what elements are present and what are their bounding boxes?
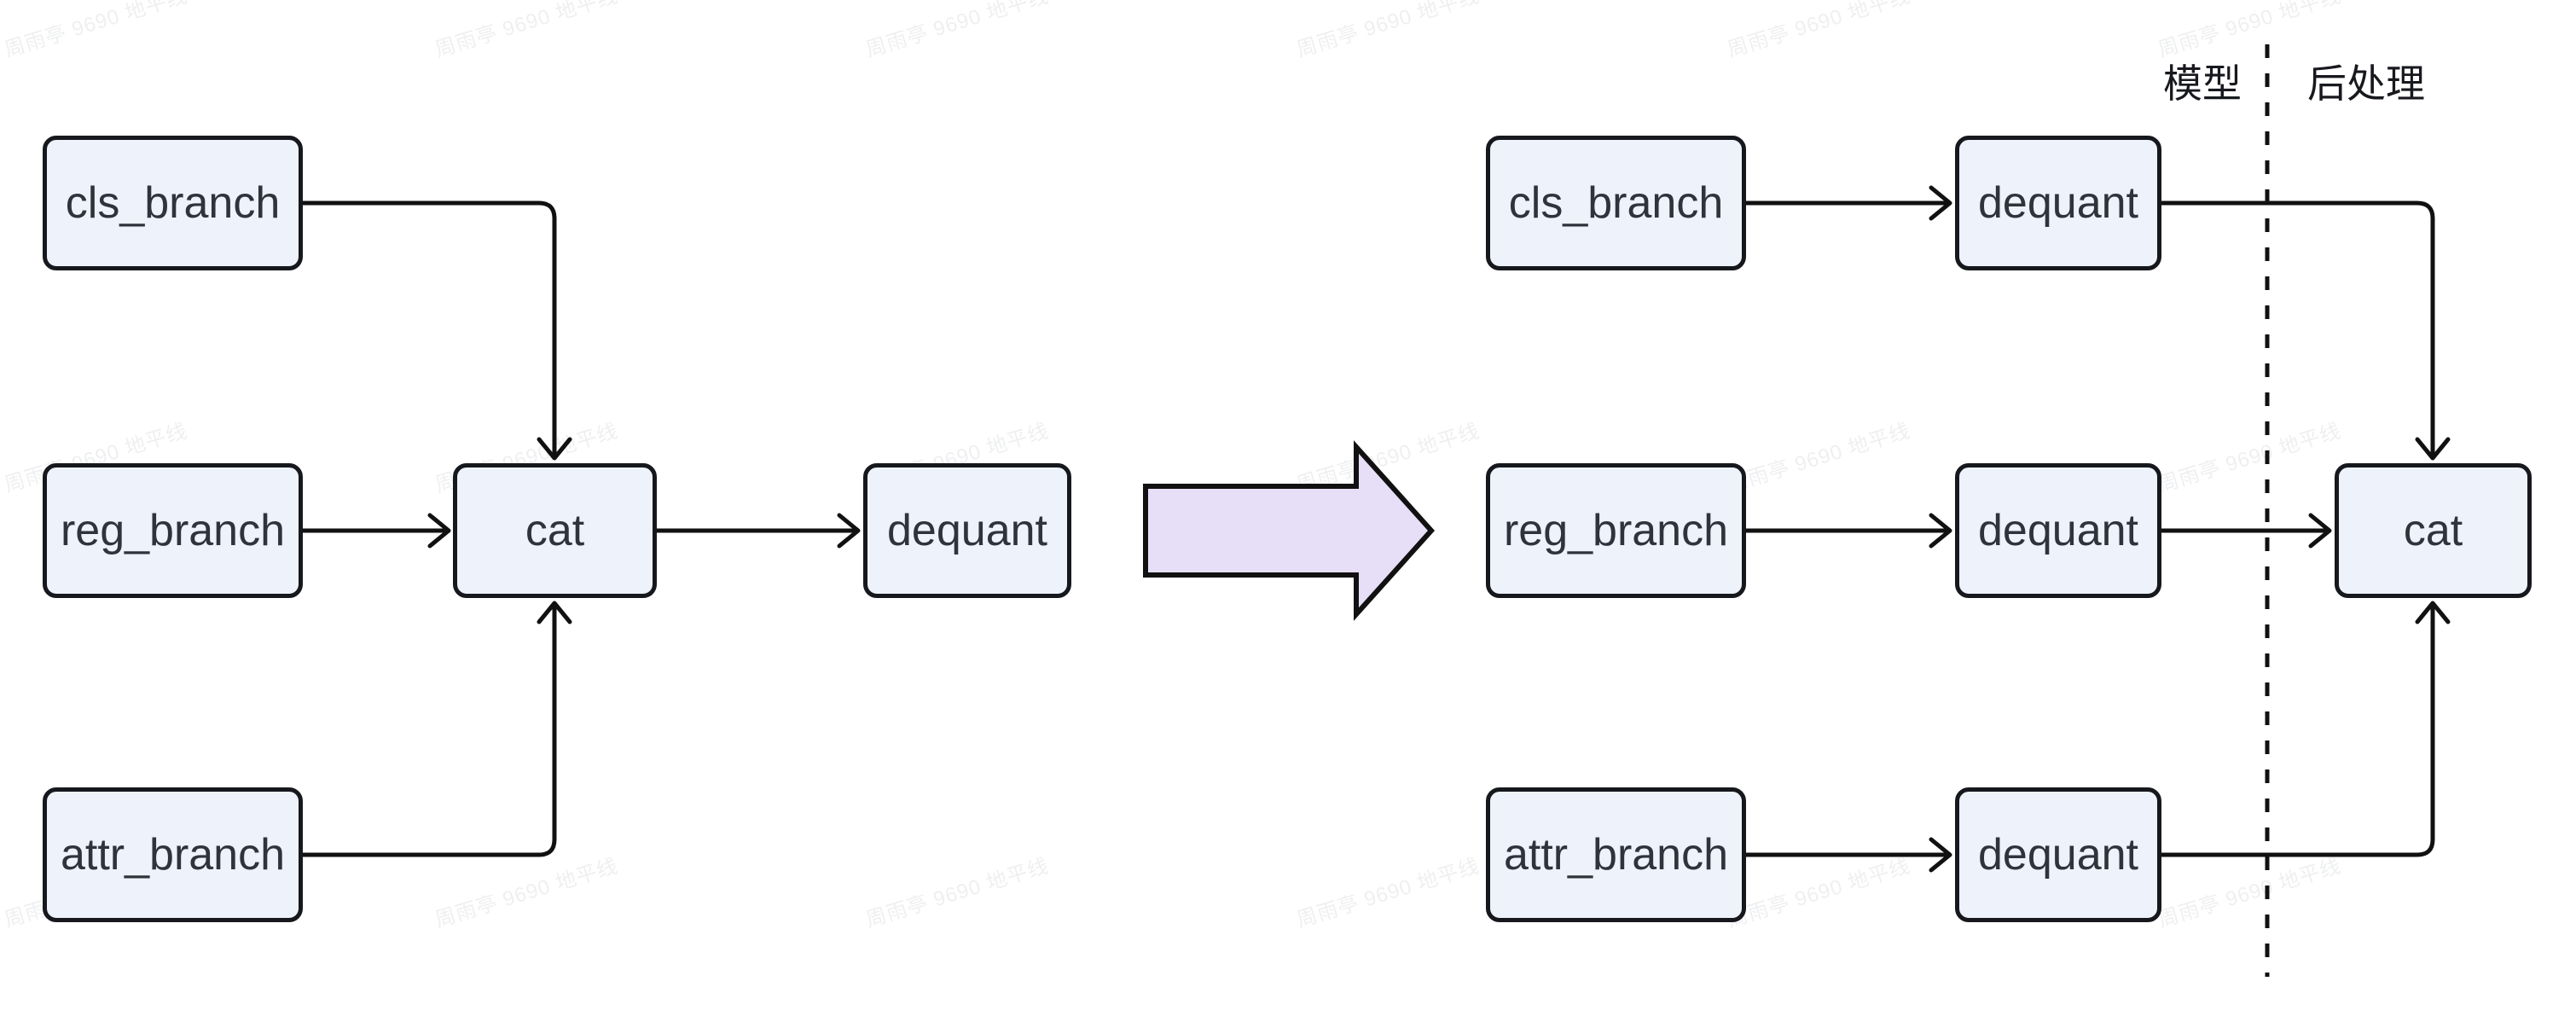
node-label: cls_branch (65, 178, 281, 228)
node-label: dequant (1978, 506, 2138, 555)
node-label: reg_branch (60, 506, 286, 555)
node-dequant-before: dequant (863, 463, 1071, 598)
node-label: attr_branch (1503, 830, 1729, 880)
edge-after-dequant-attr-to-cat (2161, 601, 2451, 857)
node-reg-branch-after: reg_branch (1486, 463, 1746, 598)
edge-before-attr-to-cat (303, 601, 572, 857)
transform-arrow-icon (1143, 440, 1436, 621)
node-label: dequant (887, 506, 1047, 555)
node-dequant-reg-after: dequant (1955, 463, 2161, 598)
node-label: dequant (1978, 830, 2138, 880)
region-label-post-processing: 后处理 (2307, 61, 2425, 106)
node-reg-branch-before: reg_branch (43, 463, 303, 598)
node-cat-after: cat (2335, 463, 2532, 598)
node-label: cat (525, 506, 585, 555)
node-attr-branch-before: attr_branch (43, 787, 303, 922)
node-label: cat (2403, 506, 2463, 555)
region-label-model: 模型 (2163, 61, 2242, 106)
edge-before-cls-to-cat (303, 200, 572, 461)
node-cls-branch-before: cls_branch (43, 136, 303, 270)
node-cat-before: cat (453, 463, 657, 598)
node-label: cls_branch (1508, 178, 1724, 228)
node-label: dequant (1978, 178, 2138, 228)
node-dequant-cls-after: dequant (1955, 136, 2161, 270)
node-label: reg_branch (1503, 506, 1729, 555)
edge-after-dequant-cls-to-cat (2161, 200, 2451, 461)
node-dequant-attr-after: dequant (1955, 787, 2161, 922)
node-attr-branch-after: attr_branch (1486, 787, 1746, 922)
node-cls-branch-after: cls_branch (1486, 136, 1746, 270)
node-label: attr_branch (60, 830, 286, 880)
